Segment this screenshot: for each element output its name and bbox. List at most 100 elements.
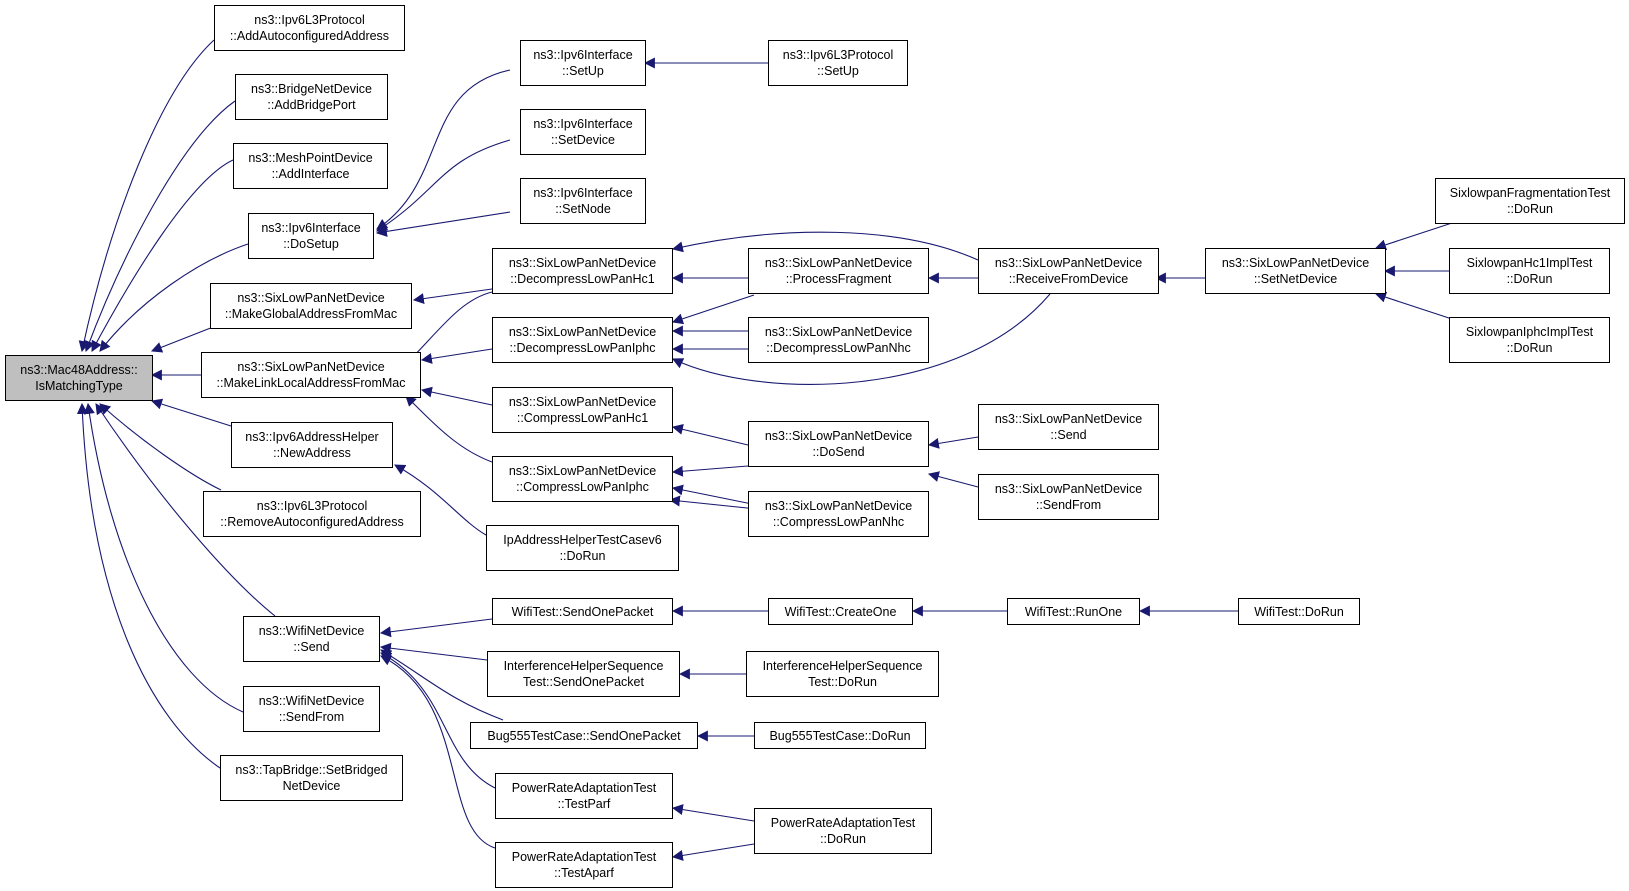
node-label-line: ::CompressLowPanNhc [772, 515, 905, 529]
node-sixlowpan-dosend[interactable]: ns3::SixLowPanNetDevice ::DoSend [748, 421, 929, 467]
node-label-line: ns3::SixLowPanNetDevice [764, 499, 913, 513]
node-label-line: ::DoRun [1507, 202, 1553, 216]
node-label-line: ns3::SixLowPanNetDevice [237, 291, 385, 305]
node-label-line: ns3::TapBridge::SetBridged [235, 763, 388, 777]
node-label-line: Bug555TestCase::SendOnePacket [487, 728, 681, 743]
node-bridgenetdevice-addbridgeport[interactable]: ns3::BridgeNetDevice ::AddBridgePort [235, 74, 388, 120]
edge-recvdev-to-deciphc [672, 293, 1051, 385]
node-ipaddresshelpertestcasev6-dorun[interactable]: IpAddressHelperTestCasev6 ::DoRun [486, 525, 679, 571]
node-ipv6addresshelper-newaddress[interactable]: ns3::Ipv6AddressHelper ::NewAddress [231, 422, 393, 468]
node-label-line: ns3::Mac48Address:: [20, 363, 138, 377]
node-label-line: ::ProcessFragment [785, 272, 892, 286]
node-label-line: ns3::Ipv6Interface [533, 186, 633, 200]
node-ipv6interface-setnode[interactable]: ns3::Ipv6Interface ::SetNode [520, 178, 646, 224]
node-sixlowpan-decompresslowpaniphc[interactable]: ns3::SixLowPanNetDevice ::DecompressLowP… [492, 317, 673, 363]
node-label-line: ::NewAddress [273, 446, 351, 460]
edge-dosetup-to-focus [99, 243, 249, 352]
edge-dosend-to-comphc1 [671, 423, 749, 446]
node-label-line: WifiTest::SendOnePacket [511, 604, 654, 619]
node-label-line: ns3::SixLowPanNetDevice [994, 412, 1143, 426]
node-label-line: Bug555TestCase::DoRun [769, 728, 911, 743]
node-sixlowpanhc1impltest-dorun[interactable]: SixlowpanHc1ImplTest ::DoRun [1449, 248, 1610, 294]
node-interferencehelpersequencetest-sendonepacket[interactable]: InterferenceHelperSequence Test::SendOne… [487, 651, 680, 697]
node-wifinetdevice-send[interactable]: ns3::WifiNetDevice ::Send [243, 616, 380, 662]
node-sixlowpan-compresslowpannhc[interactable]: ns3::SixLowPanNetDevice ::CompressLowPan… [748, 491, 929, 537]
node-label-line: ns3::SixLowPanNetDevice [508, 325, 657, 339]
node-label-line: ::RemoveAutoconfiguredAddress [220, 515, 404, 529]
edge-addauto-to-focus [78, 39, 215, 353]
edge-removeauto-to-focus [99, 403, 222, 491]
edge-deciphc-to-mklinklocal [420, 348, 493, 364]
node-label-line: ::SetDevice [551, 133, 615, 147]
node-ipv6interface-dosetup[interactable]: ns3::Ipv6Interface ::DoSetup [248, 213, 374, 259]
edge-dechc1-to-mkglobal [412, 288, 493, 305]
node-sixlowpan-sendfrom[interactable]: ns3::SixLowPanNetDevice ::SendFrom [978, 474, 1159, 520]
node-sixlowpan-compresslowpaniphc[interactable]: ns3::SixLowPanNetDevice ::CompressLowPan… [492, 456, 673, 502]
node-label-line: ns3::Ipv6Interface [261, 221, 361, 235]
node-ipv6l3protocol-setup[interactable]: ns3::Ipv6L3Protocol ::SetUp [768, 40, 908, 86]
node-label-line: ::Send [1050, 428, 1087, 442]
edge-sixiphc-to-setnetdev [1374, 291, 1456, 321]
node-sixlowpan-send[interactable]: ns3::SixLowPanNetDevice ::Send [978, 404, 1159, 450]
node-sixlowpan-setnetdevice[interactable]: ns3::SixLowPanNetDevice ::SetNetDevice [1205, 248, 1386, 294]
node-ipv6interface-setup[interactable]: ns3::Ipv6Interface ::SetUp [520, 40, 646, 86]
edge-pradorun-to-testaparf [671, 843, 755, 861]
node-wifitest-runone[interactable]: WifiTest::RunOne [1007, 598, 1140, 625]
edge-addbridgeport-to-focus [84, 100, 236, 353]
node-powerrateadaptationtest-testaparf[interactable]: PowerRateAdaptationTest ::TestAparf [495, 842, 673, 888]
node-label-line: ::DecompressLowPanHc1 [510, 272, 655, 286]
node-label-line: ::TestAparf [554, 866, 614, 880]
node-label-line: ns3::Ipv6AddressHelper [245, 430, 379, 444]
node-label-line: ns3::WifiNetDevice [258, 624, 365, 638]
node-wifinetdevice-sendfrom[interactable]: ns3::WifiNetDevice ::SendFrom [243, 686, 380, 732]
node-wifitest-dorun[interactable]: WifiTest::DoRun [1238, 598, 1360, 625]
node-sixlowpan-processfragment[interactable]: ns3::SixLowPanNetDevice ::ProcessFragmen… [748, 248, 929, 294]
node-powerrateadaptationtest-testparf[interactable]: PowerRateAdaptationTest ::TestParf [495, 773, 673, 819]
node-label-line: ns3::SixLowPanNetDevice [1221, 256, 1370, 270]
edge-wifisend-to-focus [95, 403, 276, 617]
node-interferencehelpersequencetest-dorun[interactable]: InterferenceHelperSequence Test::DoRun [746, 651, 939, 697]
node-label-line: ::SetUp [817, 64, 859, 78]
node-ipv6l3protocol-removeautoconfiguredaddress[interactable]: ns3::Ipv6L3Protocol ::RemoveAutoconfigur… [203, 491, 421, 537]
edge-sixfrag-to-setnetdev [1374, 221, 1456, 251]
node-sixlowpan-decompresslowpannhc[interactable]: ns3::SixLowPanNetDevice ::DecompressLowP… [748, 317, 929, 363]
node-sixlowpanfragmentationtest-dorun[interactable]: SixlowpanFragmentationTest ::DoRun [1435, 178, 1625, 224]
node-bug555testcase-sendonepacket[interactable]: Bug555TestCase::SendOnePacket [470, 722, 698, 749]
node-wifitest-sendonepacket[interactable]: WifiTest::SendOnePacket [492, 598, 673, 625]
node-label-line: ::AddBridgePort [267, 98, 356, 112]
node-mac48address-ismatchingtype: ns3::Mac48Address:: IsMatchingType [5, 355, 153, 401]
edge-compnhc-to-compiphc [671, 484, 758, 506]
node-label-line: ns3::SixLowPanNetDevice [764, 429, 913, 443]
node-wifitest-createone[interactable]: WifiTest::CreateOne [768, 598, 913, 625]
edge-dosend-to-compiphc [671, 465, 749, 477]
node-label-line: SixlowpanIphcImplTest [1465, 325, 1594, 339]
node-meshpointdevice-addinterface[interactable]: ns3::MeshPointDevice ::AddInterface [233, 143, 388, 189]
node-sixlowpaniphcimpltest-dorun[interactable]: SixlowpanIphcImplTest ::DoRun [1449, 317, 1610, 363]
node-sixlowpan-makelinklocaladdressfrommac[interactable]: ns3::SixLowPanNetDevice ::MakeLinkLocalA… [201, 352, 421, 398]
node-sixlowpan-compresslowpanhc1[interactable]: ns3::SixLowPanNetDevice ::CompressLowPan… [492, 387, 673, 433]
node-powerrateadaptationtest-dorun[interactable]: PowerRateAdaptationTest ::DoRun [754, 808, 932, 854]
edge-compiphc-to-mklinklocal [405, 395, 493, 463]
node-label-line: ::DecompressLowPanNhc [766, 341, 911, 355]
node-ipv6l3protocol-addautoconfiguredaddress[interactable]: ns3::Ipv6L3Protocol ::AddAutoconfiguredA… [214, 5, 405, 51]
node-sixlowpan-makeglobaladdressfrommac[interactable]: ns3::SixLowPanNetDevice ::MakeGlobalAddr… [210, 283, 412, 329]
node-label-line: WifiTest::DoRun [1254, 604, 1344, 619]
node-label-line: ::SetNetDevice [1253, 272, 1338, 286]
node-label-line: ns3::SixLowPanNetDevice [764, 256, 913, 270]
node-label-line: ns3::SixLowPanNetDevice [764, 325, 913, 339]
node-label-line: ::DoSetup [283, 237, 339, 251]
node-bug555testcase-dorun[interactable]: Bug555TestCase::DoRun [754, 722, 926, 749]
node-ipv6interface-setdevice[interactable]: ns3::Ipv6Interface ::SetDevice [520, 109, 646, 155]
node-label-line: ::MakeLinkLocalAddressFromMac [216, 376, 406, 390]
node-sixlowpan-receivefromdevice[interactable]: ns3::SixLowPanNetDevice ::ReceiveFromDev… [978, 248, 1159, 294]
node-label-line: InterferenceHelperSequence [503, 659, 664, 673]
edge-wtsendone-to-wifisend [379, 618, 493, 638]
edge-pradorun-to-testparf [671, 804, 755, 822]
edge-setnode-to-dosetup [375, 211, 511, 237]
node-label-line: ns3::SixLowPanNetDevice [994, 256, 1143, 270]
node-sixlowpan-decompresslowpanhc1[interactable]: ns3::SixLowPanNetDevice ::DecompressLowP… [492, 248, 673, 294]
node-tapbridge-setbridgednetdevice[interactable]: ns3::TapBridge::SetBridged NetDevice [220, 755, 403, 801]
node-label-line: NetDevice [282, 779, 341, 793]
edge-setup-to-dosetup [376, 69, 511, 230]
